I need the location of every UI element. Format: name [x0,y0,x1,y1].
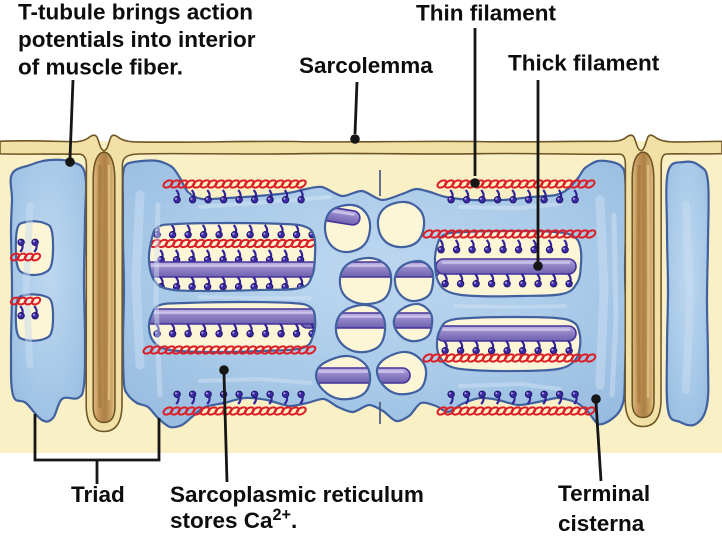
svg-text:Thick filament: Thick filament [508,51,660,76]
svg-text:Thin filament: Thin filament [416,1,557,26]
svg-text:cisterna: cisterna [558,511,645,536]
svg-text:potentials into interior: potentials into interior [18,27,256,52]
svg-text:Terminal: Terminal [558,481,650,506]
svg-text:Sarcoplasmic reticulum: Sarcoplasmic reticulum [170,482,424,507]
svg-text:of muscle fiber.: of muscle fiber. [18,55,183,80]
svg-text:Triad: Triad [71,482,125,507]
svg-text:T-tubule brings action: T-tubule brings action [18,0,253,25]
svg-text:Sarcolemma: Sarcolemma [299,53,433,78]
